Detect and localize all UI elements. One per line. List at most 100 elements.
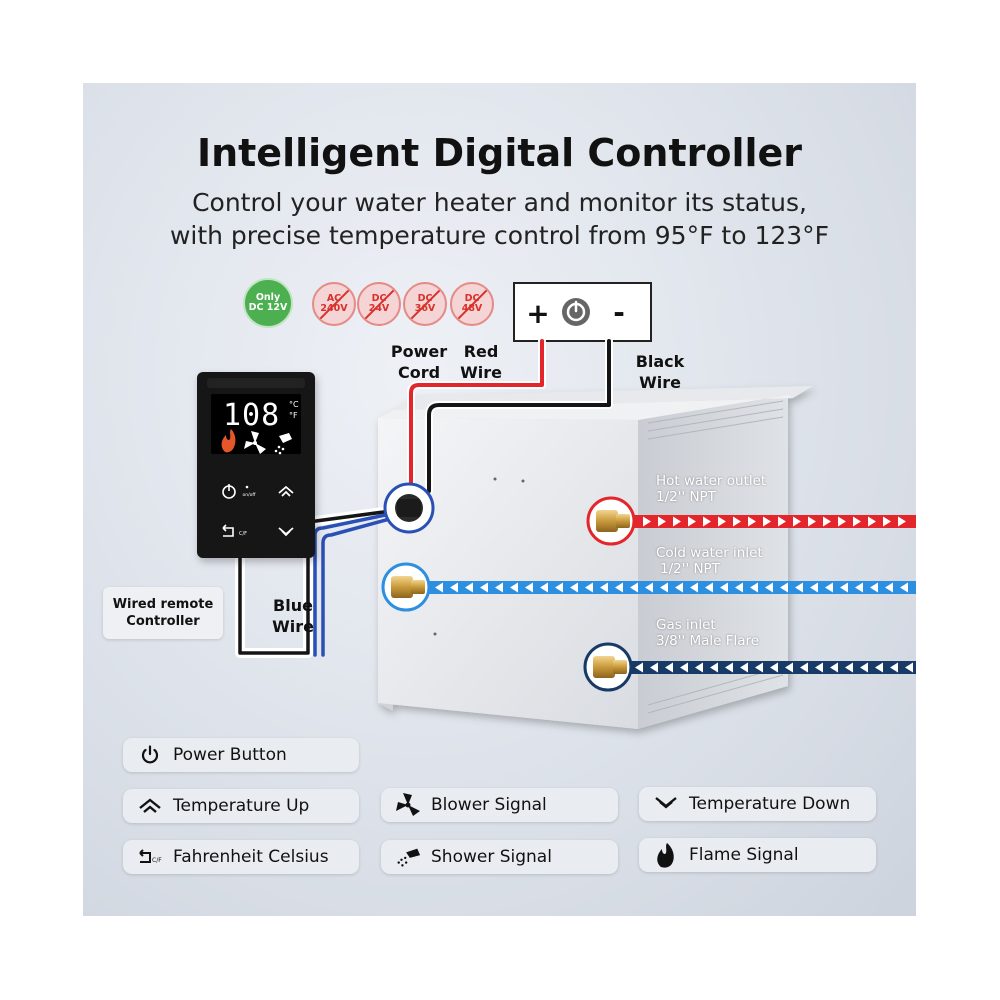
flow-arrow [725, 662, 733, 673]
wires [235, 337, 613, 658]
flow-arrow [645, 582, 653, 593]
flow-arrow [720, 582, 728, 593]
flow-arrow [740, 662, 748, 673]
black-wire [427, 339, 611, 493]
flow-arrow [823, 516, 831, 527]
flow-arrow [780, 582, 788, 593]
controller-cf-label: C/F [239, 531, 247, 537]
flame-icon [653, 842, 679, 868]
flow-arrow [885, 582, 893, 593]
plus-terminal: + [526, 297, 549, 330]
flow-arrow [465, 582, 473, 593]
flow-arrow [883, 516, 891, 527]
legend-temperature-up: Temperature Up [123, 789, 359, 823]
svg-text:C/F: C/F [152, 857, 162, 864]
legend-temperature-down: Temperature Down [639, 787, 876, 821]
flow-arrow [765, 582, 773, 593]
controller-up-button[interactable] [278, 485, 294, 497]
controller-units: °C°F [289, 400, 299, 420]
flow-arrow [688, 516, 696, 527]
flow-arrow [665, 662, 673, 673]
flow-arrow [630, 582, 638, 593]
wiring-diagram: + - [197, 282, 916, 729]
flow-arrow [695, 662, 703, 673]
flow-arrow [763, 516, 771, 527]
blue-wire-b [321, 515, 399, 657]
flow-arrow [675, 582, 683, 593]
flow-arrow [853, 516, 861, 527]
flow-arrow [855, 582, 863, 593]
flow-arrow [733, 516, 741, 527]
legend-shower-signal: Shower Signal [381, 840, 618, 874]
controller-down-button[interactable] [278, 527, 294, 537]
page-title: Intelligent Digital Controller [196, 131, 803, 175]
flow-arrow [900, 582, 908, 593]
flow-arrow [658, 516, 666, 527]
panel: Intelligent Digital Controller Control y… [83, 83, 916, 916]
flow-arrow [555, 582, 563, 593]
flow-arrow [770, 662, 778, 673]
water-heater-unit [378, 386, 813, 729]
flow-arrow [495, 582, 503, 593]
controller-flame-icon [221, 429, 236, 453]
flow-arrow [898, 516, 906, 527]
screw-hole [433, 632, 437, 636]
flow-arrow [660, 582, 668, 593]
gas-pipe [603, 661, 916, 674]
flow-arrow [785, 662, 793, 673]
subtitle-line-2: with precise temperature control from 95… [169, 221, 830, 250]
legend-blower-signal: Blower Signal [381, 788, 618, 822]
hot-water-pipe [626, 515, 916, 528]
flow-arrow [615, 582, 623, 593]
fc-toggle-icon: C/F [137, 844, 163, 870]
flow-arrow [435, 582, 443, 593]
flow-arrow [838, 516, 846, 527]
screw-hole [493, 477, 497, 481]
fan-icon [395, 792, 421, 818]
flow-arrow [778, 516, 786, 527]
flow-arrow [710, 662, 718, 673]
legend-power-button: Power Button [123, 738, 359, 772]
flow-arrow [870, 582, 878, 593]
flow-arrow [750, 582, 758, 593]
flow-arrow [875, 662, 883, 673]
flow-arrow [840, 582, 848, 593]
flow-arrow [705, 582, 713, 593]
shower-icon [395, 844, 421, 870]
flow-arrow [540, 582, 548, 593]
flow-arrow [868, 516, 876, 527]
flow-arrow [673, 516, 681, 527]
flow-arrow [585, 582, 593, 593]
flow-arrow [755, 662, 763, 673]
flow-arrow [643, 516, 651, 527]
flow-arrow [825, 582, 833, 593]
flow-arrow [795, 582, 803, 593]
dc-power-terminal [513, 282, 652, 342]
flow-arrow [815, 662, 823, 673]
flow-arrow [510, 582, 518, 593]
flow-arrow [748, 516, 756, 527]
controller-onoff-label: on/off [243, 492, 257, 498]
flow-arrow [800, 662, 808, 673]
flow-arrow [635, 662, 643, 673]
flow-arrow [525, 582, 533, 593]
cold-water-fitting [381, 562, 431, 612]
controller-shower-icon [274, 433, 292, 455]
controller-fan-icon [244, 431, 266, 454]
controller-cf-button[interactable] [222, 524, 234, 537]
legend-fahrenheit-celsius: C/F Fahrenheit Celsius [123, 840, 359, 874]
controller-power-button[interactable] [222, 484, 236, 499]
flow-arrow [450, 582, 458, 593]
controller-temperature-reading: 108 [223, 398, 281, 433]
flow-arrow [735, 582, 743, 593]
cold-water-pipe [403, 581, 916, 594]
flow-arrow [600, 582, 608, 593]
